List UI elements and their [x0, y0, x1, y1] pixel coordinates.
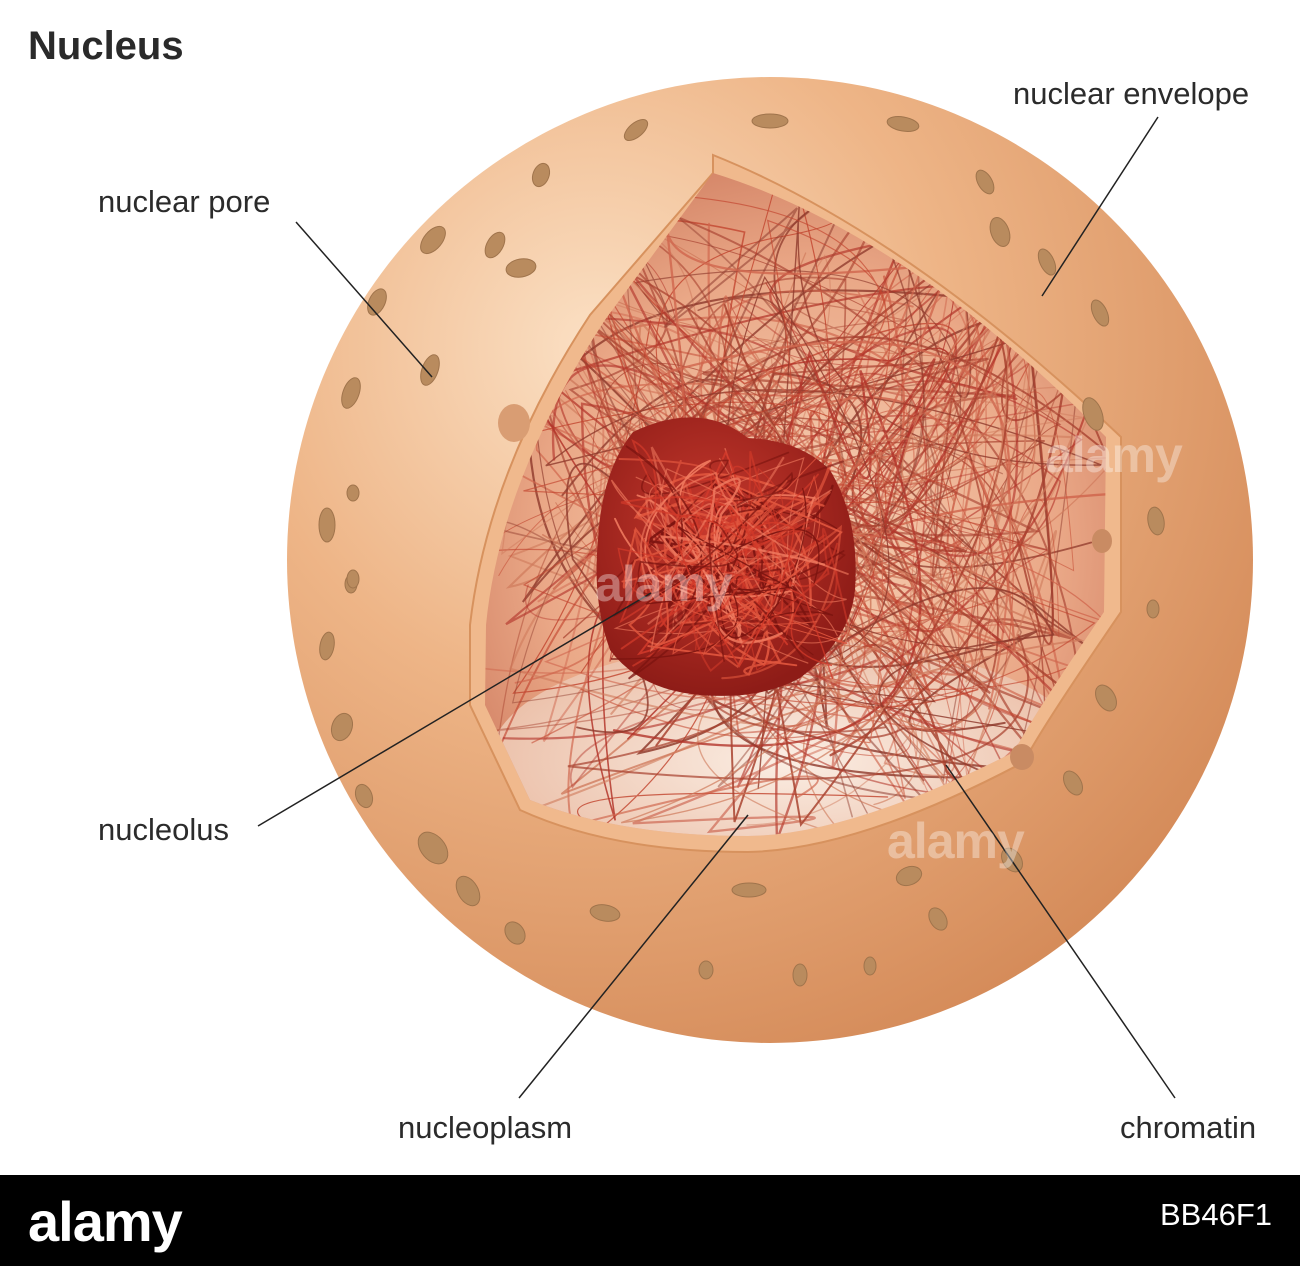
nuclear-pore-mark	[975, 169, 995, 195]
watermark: alamy	[1045, 427, 1183, 483]
nuclear-pore-mark	[505, 258, 537, 278]
nuclear-pore-mark	[731, 882, 767, 898]
nuclear-pore-mark	[1095, 684, 1117, 712]
leader-line-nuclear-envelope	[1041, 116, 1159, 297]
nuclear-pore-mark	[623, 119, 649, 141]
watermark: alamy	[595, 556, 733, 612]
edge-pore-bump	[1092, 529, 1112, 553]
nucleolus-fiber	[692, 518, 849, 673]
label-nucleolus: nucleolus	[98, 812, 229, 847]
chromatin-fiber	[601, 256, 1106, 623]
nuclear-pore-mark	[354, 783, 374, 809]
nuclear-pores	[318, 113, 1165, 987]
nuclear-pore-mark	[531, 162, 551, 188]
nuclear-pore-mark	[751, 113, 789, 129]
nuclear-pore-mark	[504, 921, 526, 945]
footer-bar: alamy BB46F1	[0, 1175, 1300, 1266]
watermark: alamy	[887, 813, 1025, 869]
nuclear-pore-mark	[417, 831, 449, 865]
label-nucleoplasm: nucleoplasm	[398, 1110, 573, 1145]
nuclear-pore-mark	[455, 875, 481, 907]
nucleolus-fiber	[644, 459, 742, 636]
nucleolus-fiber	[637, 471, 793, 662]
edge-pore-bump	[498, 404, 530, 442]
nuclear-pore-mark	[1082, 397, 1104, 431]
nuclear-pore-mark	[1147, 506, 1165, 536]
nuclear-pore-mark	[318, 507, 336, 543]
nuclear-pore-mark	[484, 231, 506, 259]
nuclear-pore-mark	[1090, 299, 1110, 327]
edge-pore-bump	[1010, 744, 1034, 770]
diagram-title: Nucleus	[28, 24, 184, 68]
nuclear-pore-mark	[698, 960, 714, 980]
nuclear-pore-mark	[895, 865, 923, 887]
nuclear-pore-mark	[589, 904, 621, 922]
leader-line-nuclear-pore	[295, 221, 433, 378]
nuclear-pore-mark	[928, 907, 948, 931]
nuclear-pore-mark	[989, 217, 1011, 247]
nuclear-pore-mark	[346, 484, 360, 502]
chromatin-fiber	[514, 188, 1084, 763]
chromatin-fiber	[531, 191, 961, 666]
nucleolus-fiber	[719, 487, 834, 639]
leader-line-chromatin	[945, 764, 1176, 1099]
nuclear-pore-mark	[420, 225, 446, 255]
label-nuclear-pore: nuclear pore	[98, 184, 271, 219]
nuclear-pore-mark	[341, 377, 361, 409]
label-chromatin: chromatin	[1120, 1110, 1257, 1145]
leader-line-nucleoplasm	[518, 814, 749, 1099]
nucleolus-fiber	[639, 471, 849, 598]
nucleolus-fiber	[625, 445, 845, 680]
chromatin-fiber	[531, 229, 1062, 698]
nucleolus-fiber	[620, 496, 811, 650]
nuclear-pore-mark	[319, 631, 335, 661]
nuclear-pore-mark	[886, 116, 920, 132]
footer-image-code: BB46F1	[1159, 1197, 1272, 1232]
nuclear-pore-mark	[1146, 599, 1160, 619]
nuclear-pore-mark	[792, 963, 808, 987]
nuclear-pore-mark	[330, 712, 354, 742]
nucleolus-fiber	[610, 526, 820, 660]
nucleus-illustration	[257, 77, 1253, 1099]
nuclear-pore-mark	[1063, 770, 1083, 796]
footer-brand-logo: alamy	[28, 1190, 183, 1253]
leader-line-nucleolus	[257, 592, 652, 827]
nuclear-pore-mark	[1037, 248, 1057, 276]
nuclear-pore-mark	[863, 956, 877, 976]
nucleolus-fibers	[610, 438, 849, 680]
nuclear-pore-mark	[346, 569, 360, 589]
nucleolus-fiber	[613, 451, 846, 582]
nucleolus-fiber	[617, 465, 834, 680]
label-nuclear-envelope: nuclear envelope	[1013, 76, 1250, 111]
nucleolus-fiber	[710, 450, 839, 647]
nucleolus-fiber	[675, 505, 795, 668]
